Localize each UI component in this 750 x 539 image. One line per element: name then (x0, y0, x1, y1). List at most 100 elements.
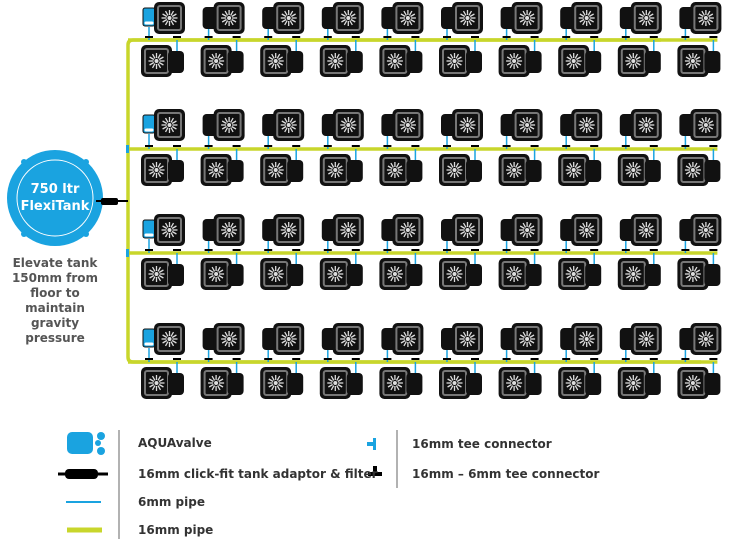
plant-pot (452, 323, 483, 355)
plant-pot (452, 109, 483, 141)
16mm-6mm-tee-connector (562, 358, 571, 360)
plant-pot (630, 214, 662, 246)
plant-pot (332, 214, 364, 246)
16mm-6mm-tee-connector (502, 249, 511, 251)
16mm-6mm-tee-connector (471, 145, 479, 147)
pot-reservoir-tab (227, 264, 244, 286)
pot-reservoir-tab (525, 264, 542, 286)
pot-reservoir-tab (525, 51, 542, 73)
plant-pot (677, 258, 709, 290)
plant-pot (319, 45, 351, 77)
pot-reservoir-tab (525, 373, 542, 395)
pot-reservoir-tab (406, 51, 423, 73)
plant-pot (617, 367, 649, 399)
plant-pot (617, 154, 649, 186)
16mm-6mm-tee-connector (621, 358, 630, 360)
plant-pot (200, 154, 232, 186)
plant-pot (332, 323, 364, 355)
16mm-6mm-tee-connector (351, 249, 360, 251)
16mm-6mm-tee-connector (292, 36, 301, 38)
16mm-6mm-tee-connector (204, 358, 213, 360)
16mm-tee-connector (126, 249, 129, 257)
16mm-6mm-tee-connector (590, 249, 599, 251)
pot-reservoir-tab (525, 160, 542, 182)
16mm-6mm-tee-connector (621, 36, 630, 38)
16mm-6mm-tee-connector (411, 145, 420, 147)
plant-pot (154, 323, 185, 355)
16mm-6mm-tee-connector (232, 358, 241, 360)
plant-pot (511, 109, 543, 141)
16mm-6mm-tee-connector (411, 358, 420, 360)
plant-pot (690, 109, 722, 141)
plant-pot (200, 367, 232, 399)
plant-pot (200, 258, 232, 290)
16mm-6mm-tee-connector (621, 249, 630, 251)
plant-pot (392, 323, 424, 355)
plant-pot (677, 367, 709, 399)
legend-label-16mm-tee: 16mm tee connector (412, 437, 552, 451)
pot-reservoir-tab (406, 373, 423, 395)
16mm-6mm-tee-connector (621, 145, 630, 147)
plant-pot (690, 323, 722, 355)
pot-reservoir-tab (287, 373, 304, 395)
plant-pot (571, 2, 603, 34)
plant-pot (392, 2, 424, 34)
plant-pot (498, 154, 530, 186)
16mm-6mm-tee-connector (232, 249, 241, 251)
plant-pot (571, 109, 603, 141)
16mm-main-pipe (126, 38, 701, 364)
pot-reservoir-tab (585, 51, 602, 73)
pot-reservoir-tab (168, 264, 184, 286)
16mm-6mm-tee-connector (562, 145, 571, 147)
legend-label-16mm-6mm-tee: 16mm – 6mm tee connector (412, 467, 600, 481)
16mm-6mm-tee-connector (204, 145, 213, 147)
legend-label-16mm-pipe: 16mm pipe (138, 523, 214, 537)
16mm-6mm-tee-connector (709, 36, 718, 38)
16mm-6mm-tee-connector (264, 358, 273, 360)
16mm-6mm-tee-connector (590, 36, 599, 38)
plant-pot (392, 214, 424, 246)
plant-pot (630, 323, 662, 355)
plant-pot (677, 45, 709, 77)
plant-pot (154, 214, 185, 246)
16mm-6mm-tee-connector (383, 358, 392, 360)
plant-pot (273, 214, 305, 246)
plant-pot (141, 367, 172, 399)
16mm-6mm-tee-connector (292, 358, 301, 360)
16mm-6mm-tee-connector (649, 358, 658, 360)
16mm-6mm-tee-connector (264, 249, 273, 251)
legend-label-tank-adaptor: 16mm click-fit tank adaptor & filter (138, 467, 378, 481)
tank-volume: 750 ltr (30, 182, 80, 197)
pot-reservoir-tab (585, 264, 602, 286)
16mm-6mm-tee-connector (323, 145, 332, 147)
16mm-6mm-tee-connector (681, 249, 690, 251)
16mm-6mm-tee-connector (383, 36, 392, 38)
16mm-6mm-tee-connector (709, 249, 718, 251)
plant-pot (558, 154, 590, 186)
16mm-6mm-tee-connector (383, 249, 392, 251)
plant-pot (260, 258, 292, 290)
plant-pot (319, 367, 351, 399)
pot-reservoir-tab (287, 51, 304, 73)
16mm-tee-connector (126, 145, 129, 153)
plant-pot (498, 367, 530, 399)
plant-pot (392, 109, 424, 141)
elevation-note: Elevate tank 150mm from floor to maintai… (11, 256, 99, 345)
16mm-6mm-tee-connector (562, 249, 571, 251)
pot-reservoir-tab (644, 373, 661, 395)
16mm-6mm-tee-connector (292, 145, 301, 147)
plant-pot (439, 45, 470, 77)
legend-icons (58, 430, 398, 539)
legend-label-6mm-pipe: 6mm pipe (138, 495, 205, 509)
plant-pot (558, 367, 590, 399)
pot-grid (141, 2, 722, 399)
16mm-6mm-tee-connector (145, 145, 153, 147)
16mm-6mm-tee-connector (173, 36, 181, 38)
plant-pot (498, 45, 530, 77)
16mm-6mm-tee-connector (681, 145, 690, 147)
16mm-6mm-tee-connector (323, 36, 332, 38)
pot-reservoir-tab (704, 373, 721, 395)
plant-pot (452, 214, 483, 246)
pot-reservoir-tab (168, 373, 184, 395)
